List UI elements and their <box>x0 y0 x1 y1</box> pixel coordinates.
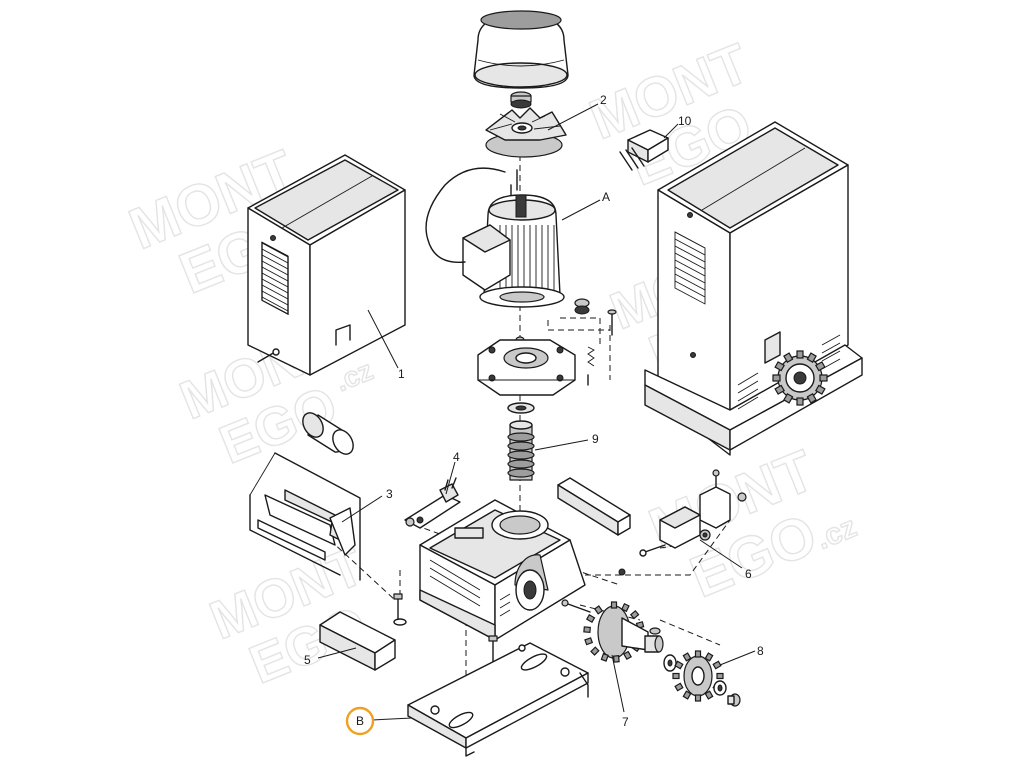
callout-4: 4 <box>453 450 460 464</box>
bracket-part-5 <box>319 593 407 671</box>
callout-B: B <box>356 714 364 728</box>
bracket-part-3 <box>249 452 361 581</box>
base-plate-B <box>407 635 589 757</box>
motor-fins <box>499 225 555 295</box>
worm-thread <box>507 432 535 478</box>
gear-teeth <box>772 350 828 406</box>
capacitor-cylinder <box>302 412 354 455</box>
gearbox-fins <box>429 559 511 617</box>
housing-vents <box>737 334 841 410</box>
callout-9: 9 <box>592 432 599 446</box>
motor-assembly <box>425 10 617 481</box>
angle-profile <box>557 477 631 536</box>
connector-part-10 <box>619 129 669 171</box>
callout-B-ring <box>345 706 375 736</box>
gearbox-housing <box>419 499 586 641</box>
leader-lines <box>317 103 756 721</box>
callout-6: 6 <box>745 567 752 581</box>
callout-1: 1 <box>398 367 405 381</box>
callout-labels: 1 2 3 4 5 6 7 8 9 10 A B <box>304 93 764 736</box>
callout-7: 7 <box>622 715 629 729</box>
output-gear-part-7 <box>561 599 677 672</box>
limit-plate-part-4 <box>404 477 461 529</box>
callout-3: 3 <box>386 487 393 501</box>
callout-8: 8 <box>757 644 764 658</box>
cover-housing-part-1 <box>247 154 406 376</box>
limit-switch-part-6 <box>618 469 747 576</box>
callout-A: A <box>602 190 610 204</box>
callout-5: 5 <box>304 653 311 667</box>
pinion-gear-part-8 <box>672 650 741 707</box>
callout-2: 2 <box>600 93 607 107</box>
assembled-operator <box>644 121 863 456</box>
callout-10: 10 <box>678 114 692 128</box>
